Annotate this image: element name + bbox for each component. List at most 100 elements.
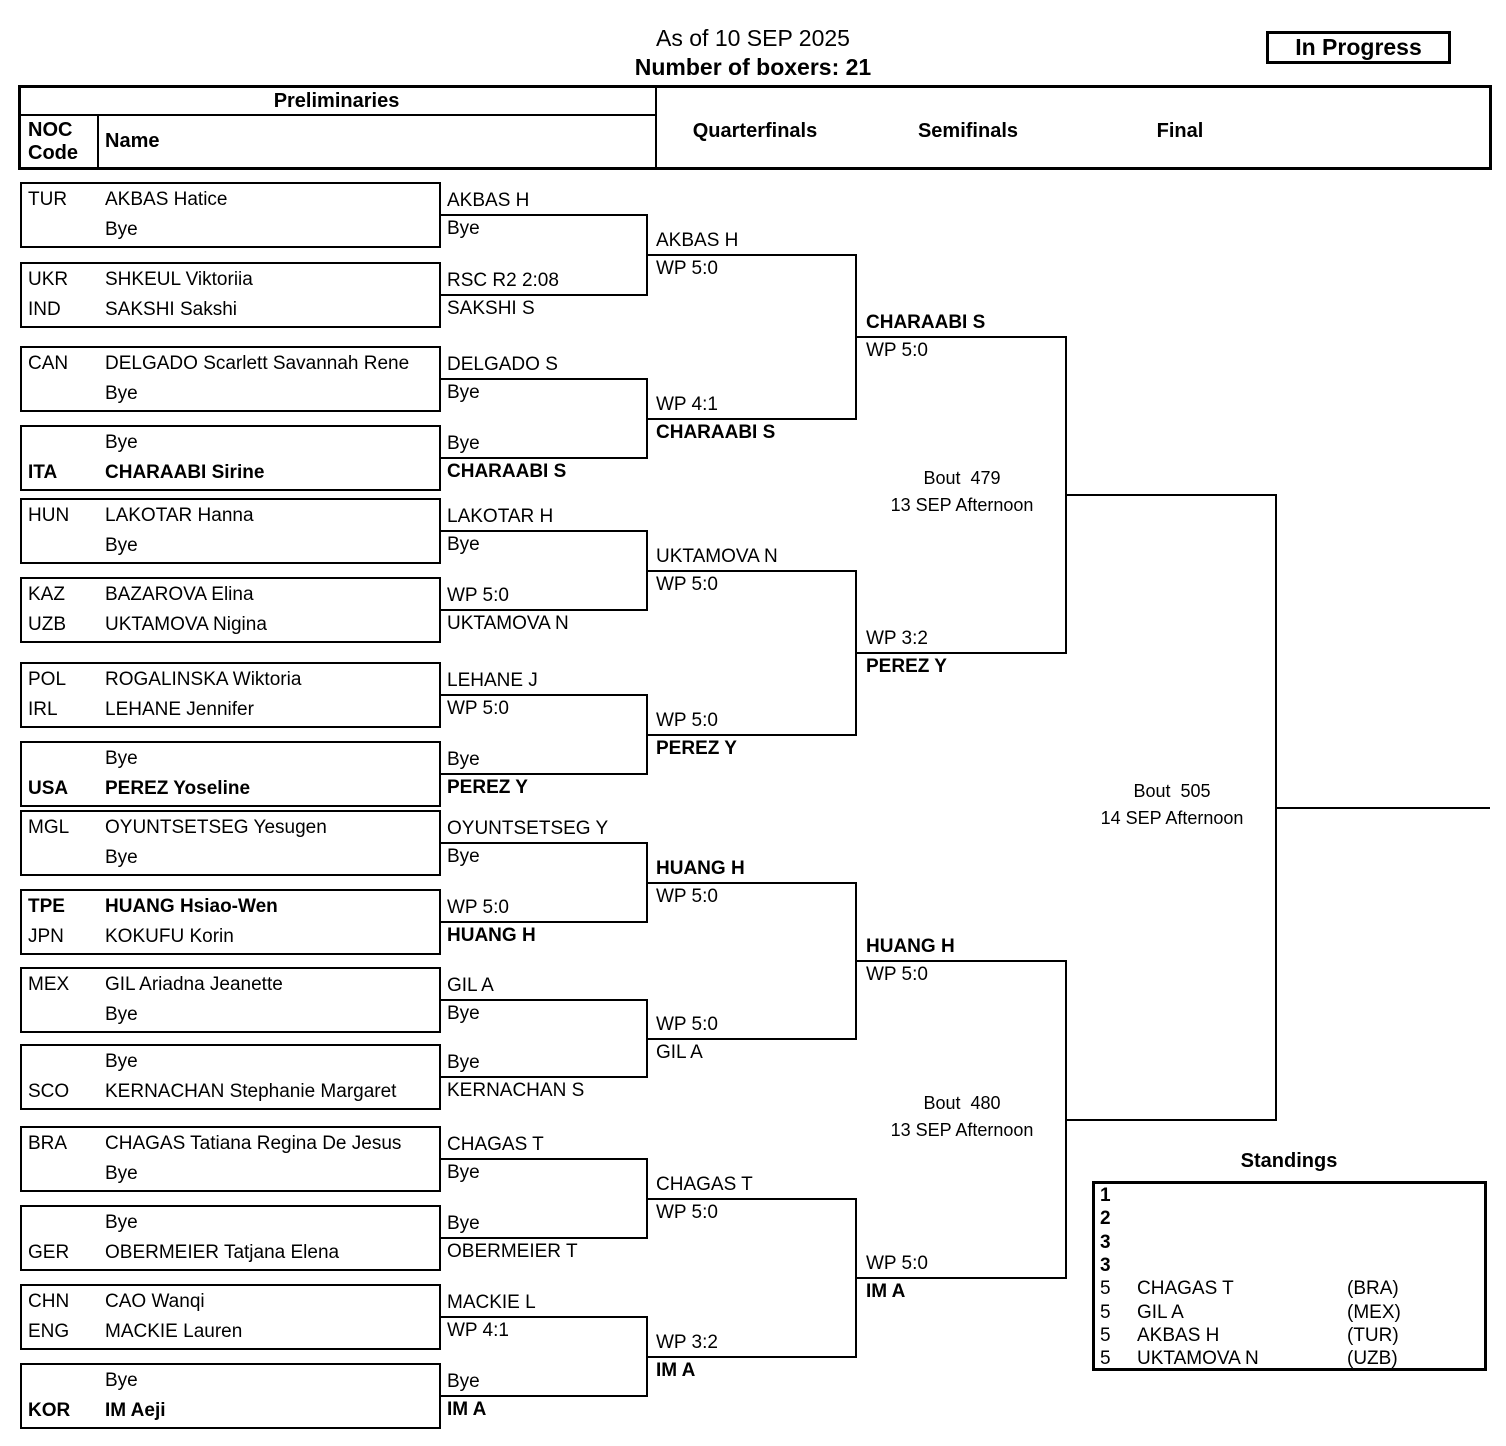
boxer-name: CHARAABI Sirine [105,462,265,483]
boxer-name: DELGADO Scarlett Savannah Rene [105,353,410,374]
standings-noc: (BRA) [1347,1278,1399,1299]
quarterfinal-line [648,1038,857,1040]
boxer-name: Bye [105,535,138,556]
bout-schedule: 13 SEP Afternoon [890,495,1034,515]
prelim-result-above: Bye [447,1371,480,1392]
prelim-result-below: Bye [447,218,480,239]
boxer-name: CHAGAS Tatiana Regina De Jesus [105,1133,402,1154]
sf-result-below: IM A [866,1281,906,1302]
boxer-name: KOKUFU Korin [105,926,234,947]
prelim-result-above: MACKIE L [447,1292,536,1313]
standings-rank: 5 [1100,1348,1111,1369]
prelim-winner-line [441,842,648,844]
standings-title: Standings [1240,1150,1338,1172]
prelim-result-above: RSC R2 2:08 [447,270,559,291]
boxer-name: PEREZ Yoseline [105,778,251,799]
status-badge: In Progress [1266,31,1451,64]
boxer-name: Bye [105,748,138,769]
standings-noc: (TUR) [1347,1325,1399,1346]
boxer-name: OBERMEIER Tatjana Elena [105,1242,340,1263]
boxer-name: KERNACHAN Stephanie Margaret [105,1081,397,1102]
bracket-connector [855,882,857,1040]
sf-result-above: HUANG H [866,936,955,957]
noc-code: JPN [28,926,64,947]
boxer-name: Bye [105,847,138,868]
prelim-winner-line [441,921,648,923]
prelim-winner-line [441,378,648,380]
qf-result-above: WP 3:2 [656,1332,718,1353]
noc-code: TUR [28,189,68,210]
quarterfinal-line [648,734,857,736]
champion-line [1277,807,1490,809]
prelim-result-above: LAKOTAR H [447,506,554,527]
qf-result-above: CHAGAS T [656,1174,753,1195]
noc-code: TPE [28,896,65,917]
noc-code: UZB [28,614,66,635]
as-of-date: As of 10 SEP 2025 [656,25,850,51]
noc-code: UKR [28,269,69,290]
prelim-result-below: Bye [447,1003,480,1024]
prelim-result-below: WP 4:1 [447,1320,509,1341]
prelim-result-below: WP 5:0 [447,698,509,719]
semifinal-line [857,960,1067,962]
prelim-result-below: OBERMEIER T [447,1241,578,1262]
column-quarterfinals: Quarterfinals [692,120,818,142]
boxer-name: ROGALINSKA Wiktoria [105,669,302,690]
prelim-result-above: Bye [447,749,480,770]
prelim-result-above: DELGADO S [447,354,558,375]
qf-result-below: WP 5:0 [656,1202,718,1223]
boxer-name: Bye [105,1212,138,1233]
standings-rank: 3 [1100,1232,1111,1253]
standings-boxer-name: GIL A [1137,1302,1184,1323]
column-noc-code-line2: Code [28,142,78,164]
prelim-winner-line [441,1395,648,1397]
boxer-name: BAZAROVA Elina [105,584,254,605]
boxer-name: GIL Ariadna Jeanette [105,974,283,995]
semifinal-line [857,336,1067,338]
prelim-winner-line [441,694,648,696]
boxer-name: Bye [105,1004,138,1025]
prelim-result-above: WP 5:0 [447,897,509,918]
prelim-pair-box [20,1126,441,1192]
column-name: Name [105,130,160,152]
standings-noc: (UZB) [1347,1348,1398,1369]
noc-code: CAN [28,353,69,374]
prelim-result-above: Bye [447,1213,480,1234]
qf-result-above: WP 5:0 [656,1014,718,1035]
sf-result-above: WP 5:0 [866,1253,928,1274]
qf-result-above: WP 4:1 [656,394,718,415]
prelim-winner-line [441,999,648,1001]
qf-result-above: AKBAS H [656,230,739,251]
prelim-result-below: Bye [447,534,480,555]
noc-code: ENG [28,1321,70,1342]
qf-result-below: IM A [656,1360,696,1381]
prelim-result-below: UKTAMOVA N [447,613,569,634]
prelim-result-above: GIL A [447,975,494,996]
boxer-name: SAKSHI Sakshi [105,299,237,320]
qf-result-below: WP 5:0 [656,574,718,595]
standings-rank: 5 [1100,1302,1111,1323]
prelim-result-below: SAKSHI S [447,298,535,319]
boxer-name: Bye [105,1163,138,1184]
prelim-result-above: WP 5:0 [447,585,509,606]
noc-code: MGL [28,817,70,838]
boxer-name: Bye [105,219,138,240]
prelim-winner-line [441,1237,648,1239]
header-divider-vertical [655,85,657,170]
standings-rank: 2 [1100,1208,1111,1229]
boxer-name: IM Aeji [105,1400,166,1421]
boxer-name: AKBAS Hatice [105,189,228,210]
bracket-connector [1065,960,1067,1279]
qf-result-below: CHARAABI S [656,422,776,443]
bracket-connector [646,999,648,1078]
prelim-winner-line [441,609,648,611]
prelim-pair-box [20,1044,441,1110]
prelim-pair-box [20,1363,441,1429]
boxer-name: Bye [105,1370,138,1391]
noc-code: ITA [28,462,58,483]
bracket-connector [1065,336,1067,654]
boxer-name: Bye [105,1051,138,1072]
standings-noc: (MEX) [1347,1302,1401,1323]
noc-code: MEX [28,974,70,995]
